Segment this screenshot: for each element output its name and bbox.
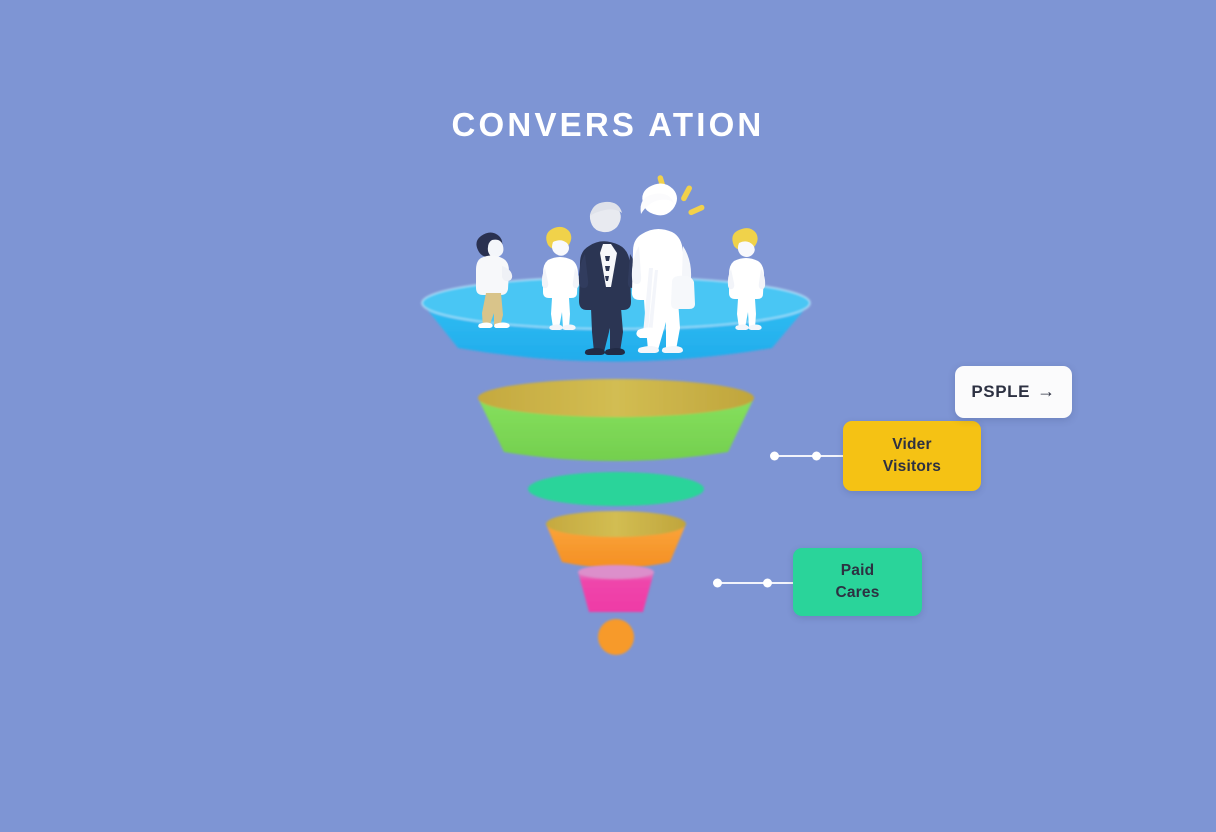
callout-visitors[interactable]: Vider Visitors	[843, 421, 981, 491]
connector-node-mid	[763, 578, 772, 588]
connector-node-mid	[812, 451, 821, 461]
funnel-stage-5	[578, 565, 654, 612]
connector-paid	[713, 576, 796, 590]
connector-line	[717, 581, 796, 585]
funnel-stage-4	[546, 511, 686, 568]
person-blonde-small	[541, 226, 580, 330]
connector-line	[774, 454, 846, 458]
connector-node-start	[713, 578, 722, 588]
callout-paid[interactable]: Paid Cares	[793, 548, 922, 616]
funnel-stage-2	[478, 379, 754, 461]
funnel-outlet-drop	[598, 619, 634, 655]
person-blonde-right	[727, 228, 766, 330]
person-businessman-suit	[578, 201, 638, 355]
sparkle-icon	[657, 175, 705, 216]
psple-button[interactable]: PSPLE →	[955, 366, 1072, 418]
person-child-dark-hair	[476, 232, 513, 328]
funnel-stage-3	[528, 472, 704, 506]
connector-node-start	[770, 451, 779, 461]
connector-visitors	[770, 449, 846, 463]
psple-button-label: PSPLE	[971, 382, 1031, 401]
person-traveler-with-luggage	[631, 183, 695, 353]
page-title: CONVERS ATION	[451, 106, 765, 143]
arrow-right-icon: →	[1037, 381, 1056, 401]
funnel-stage-1	[421, 276, 811, 362]
